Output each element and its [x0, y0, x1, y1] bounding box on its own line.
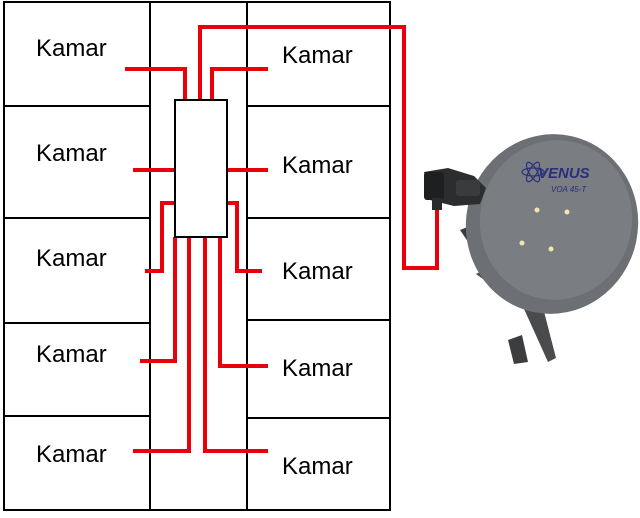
building-outline [3, 1, 391, 511]
lnb-connector [432, 198, 442, 210]
dish-reflector-highlight [479, 140, 633, 300]
room-label-right-5: Kamar [282, 453, 353, 480]
room-label-left-4: Kamar [36, 341, 107, 368]
cable-right-room-4 [218, 237, 268, 368]
cable-right-room-1 [210, 67, 268, 100]
dish-rivet [534, 207, 540, 213]
room-label-left-5: Kamar [36, 441, 107, 468]
cable-right-room-5 [203, 237, 268, 453]
building-walls [3, 1, 391, 511]
room-label-left-1: Kamar [36, 35, 107, 62]
splitter-box [174, 99, 228, 238]
atom-logo-icon [521, 161, 545, 183]
cable-right-room-3 [227, 201, 262, 273]
satellite-dish-icon: VENUS VOA 45-T [424, 134, 639, 364]
cables [125, 25, 439, 453]
dish-rivet [548, 246, 554, 252]
dish-brand: VENUS [538, 165, 590, 182]
cable-left-room-5 [133, 237, 191, 453]
room-label-right-2: Kamar [282, 152, 353, 179]
lnb-horn [424, 172, 444, 200]
room-label-right-1: Kamar [282, 42, 353, 69]
room-label-right-3: Kamar [282, 258, 353, 285]
dish-mount-pole [520, 296, 556, 362]
cable-left-room-4 [140, 237, 177, 363]
room-label-left-2: Kamar [36, 140, 107, 167]
cable-left-room-3 [145, 201, 175, 273]
dish-rivet [519, 240, 525, 246]
main-cable [198, 25, 439, 270]
room-label-left-3: Kamar [36, 245, 107, 272]
dish-rivet [564, 209, 570, 215]
dish-mount-base [508, 335, 528, 364]
room-label-right-4: Kamar [282, 355, 353, 382]
room-labels: Kamar Kamar Kamar Kamar Kamar Kamar Kama… [36, 35, 353, 480]
cable-left-room-1 [125, 67, 187, 100]
lnb-housing [456, 180, 480, 196]
dish-model: VOA 45-T [551, 185, 587, 194]
